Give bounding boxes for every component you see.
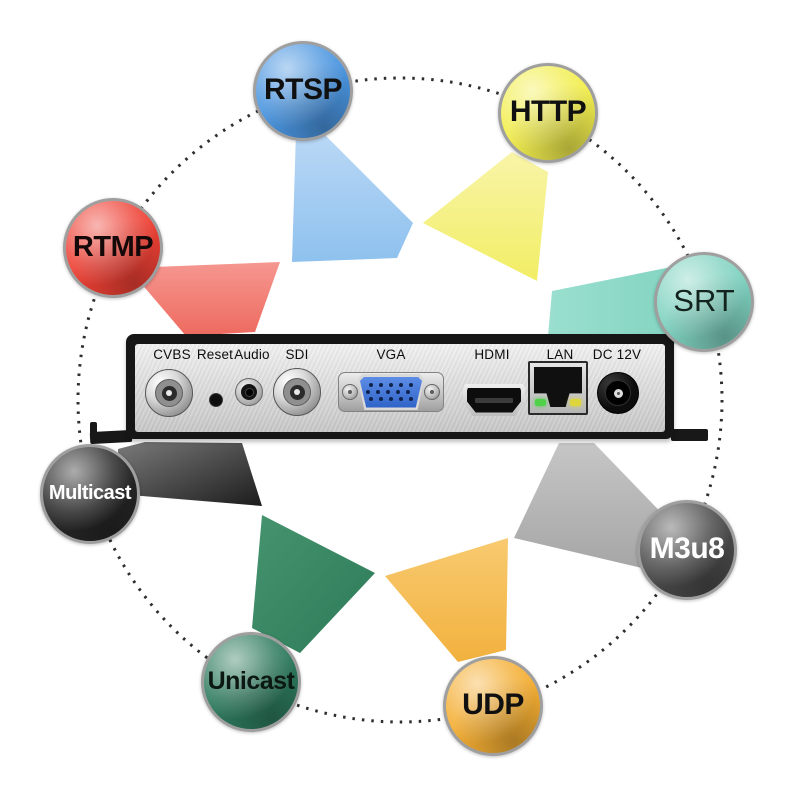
reset-label: Reset bbox=[196, 347, 234, 362]
audio-label: Audio bbox=[234, 347, 270, 362]
bnc-center-pin bbox=[294, 389, 300, 395]
cvbs-bnc-connector bbox=[145, 369, 193, 417]
bnc-socket bbox=[161, 385, 177, 401]
left-mount-bracket-tip bbox=[90, 422, 97, 434]
sdi-bnc-connector bbox=[273, 368, 321, 416]
rtmp-beam bbox=[128, 262, 280, 336]
bnc-socket bbox=[289, 384, 305, 400]
protocol-label: Multicast bbox=[48, 481, 132, 504]
protocol-bubble-multicast: Multicast bbox=[40, 444, 140, 544]
http-beam bbox=[423, 152, 548, 281]
dc12v-label: DC 12V bbox=[592, 347, 642, 362]
protocol-label: Unicast bbox=[207, 666, 295, 695]
hdmi-port bbox=[463, 384, 525, 416]
vga-dsub-15pin bbox=[359, 376, 422, 408]
vga-connector bbox=[338, 372, 444, 412]
unicast-beam bbox=[252, 515, 375, 653]
vga-screw-right bbox=[424, 384, 440, 400]
protocol-bubble-udp: UDP bbox=[443, 656, 543, 756]
cvbs-label: CVBS bbox=[153, 347, 191, 362]
lan-label: LAN bbox=[546, 347, 574, 362]
rtsp-beam bbox=[292, 128, 413, 262]
dc-jack-barrel bbox=[605, 380, 631, 406]
bnc-mid-ring bbox=[283, 378, 311, 406]
vga-pin-row bbox=[360, 397, 422, 401]
hdmi-tongue bbox=[475, 397, 513, 403]
vga-pin-row bbox=[360, 383, 422, 387]
audio-jack bbox=[235, 378, 263, 406]
hdmi-port-opening bbox=[467, 387, 521, 413]
protocol-bubble-rtmp: RTMP bbox=[63, 198, 163, 298]
protocol-label: M3u8 bbox=[649, 532, 725, 565]
protocol-bubble-unicast: Unicast bbox=[201, 632, 301, 732]
udp-beam bbox=[385, 538, 508, 662]
protocol-bubble-rtsp: RTSP bbox=[253, 41, 353, 141]
dotted-ring bbox=[76, 76, 724, 724]
protocol-label: UDP bbox=[462, 688, 524, 721]
m3u8-beam bbox=[514, 443, 678, 568]
vga-label: VGA bbox=[376, 347, 406, 362]
vga-dsub-shell bbox=[357, 374, 425, 410]
protocol-label: HTTP bbox=[509, 95, 587, 128]
lan-led-green bbox=[535, 399, 546, 406]
audio-jack-hole bbox=[241, 384, 257, 400]
bnc-center-pin bbox=[166, 390, 172, 396]
lan-rj45-port bbox=[528, 361, 588, 415]
lan-led-yellow bbox=[570, 399, 581, 406]
sdi-label: SDI bbox=[285, 347, 309, 362]
right-mount-bracket bbox=[671, 429, 708, 441]
protocol-bubble-srt: SRT bbox=[654, 252, 754, 352]
vga-screw-left bbox=[342, 384, 358, 400]
dc-power-jack bbox=[597, 372, 639, 414]
hdmi-label: HDMI bbox=[474, 347, 510, 362]
multicast-beam bbox=[118, 442, 262, 506]
protocol-bubble-http: HTTP bbox=[498, 63, 598, 163]
vga-pin-row bbox=[360, 390, 419, 394]
protocol-label: RTSP bbox=[263, 73, 343, 106]
reset-pinhole-button bbox=[209, 393, 223, 407]
protocol-label: SRT bbox=[673, 283, 735, 318]
protocol-bubble-m3u8: M3u8 bbox=[637, 500, 737, 600]
bnc-mid-ring bbox=[155, 379, 183, 407]
dc-jack-pin bbox=[613, 388, 623, 398]
audio-jack-center bbox=[244, 387, 254, 397]
protocol-label: RTMP bbox=[72, 230, 154, 263]
